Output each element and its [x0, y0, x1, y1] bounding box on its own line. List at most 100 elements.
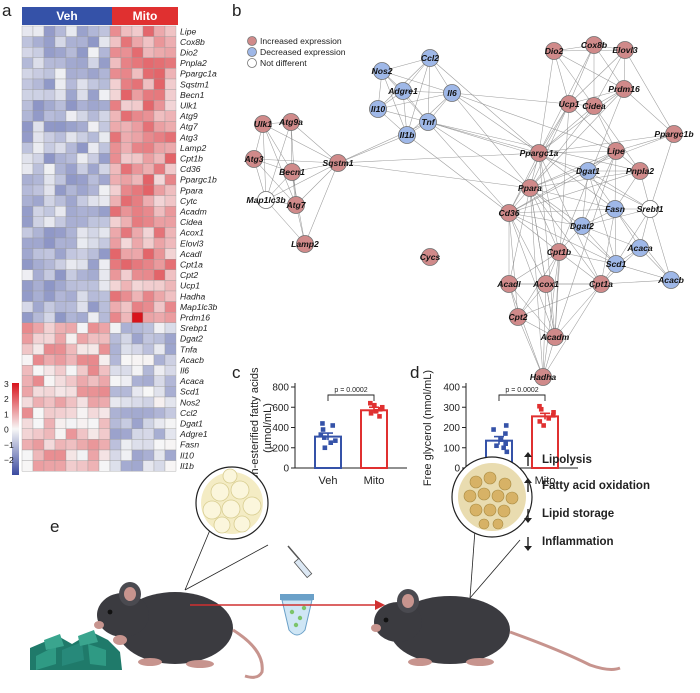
heatmap-cell [153, 227, 166, 239]
network-panel: Increased expression Decreased expressio… [243, 36, 694, 386]
heatmap-cell [87, 365, 100, 376]
heatmap-cell [142, 386, 155, 398]
network-node-circle [592, 275, 610, 293]
network-node-label: Hadha [530, 372, 556, 382]
heatmap-gene-label: Cidea [180, 217, 203, 227]
network-node-label: Lipe [607, 146, 625, 156]
heatmap-cell [131, 375, 144, 387]
heatmap-cell [109, 312, 122, 323]
network-edge [593, 49, 626, 107]
heatmap-cell [32, 195, 45, 207]
data-point [541, 423, 546, 428]
heatmap-cell [153, 131, 166, 143]
heatmap-cell [164, 449, 177, 461]
network-node-label: Tnf [421, 117, 435, 127]
heatmap-cell [98, 100, 111, 111]
heatmap-cell [153, 195, 166, 207]
network-node-circle [615, 80, 633, 98]
heatmap-cell [54, 131, 67, 143]
heatmap-cell [21, 153, 34, 164]
heatmap-cell [109, 322, 122, 334]
heatmap-cell [76, 237, 89, 249]
network-edge [624, 49, 675, 135]
heatmap-cell [153, 78, 166, 90]
heatmap-cell [65, 216, 78, 228]
heatmap-cell [120, 439, 133, 451]
heatmap-cell [131, 206, 144, 217]
heatmap-cell [32, 460, 45, 472]
heatmap-cell [43, 216, 56, 228]
heatmap-cell [142, 57, 155, 69]
heatmap-cell [76, 365, 89, 376]
heatmap-cell [87, 206, 100, 217]
heatmap-cell [98, 195, 111, 207]
network-node-circle [550, 243, 568, 261]
heatmap-cell [32, 36, 45, 48]
heatmap-cell [54, 121, 67, 133]
heatmap-cell [43, 89, 56, 101]
network-node-circle [616, 41, 634, 59]
heatmap-cell [43, 439, 56, 451]
heatmap-gene-labels: LipeCox8bDio2Pnpla2Ppargc1aSqstm1Becn1Ul… [179, 26, 217, 471]
network-edge [517, 283, 602, 318]
network-edge [545, 283, 556, 338]
heatmap-cell [32, 333, 45, 345]
heatmap-cell [153, 216, 166, 228]
heatmap-cell [98, 163, 111, 175]
network-node: Srebf1 [637, 200, 664, 218]
heatmap-cell [109, 386, 122, 398]
heatmap-cell [142, 248, 155, 260]
heatmap-cell [76, 227, 89, 239]
network-node-label: Il6 [447, 88, 457, 98]
network-edge [508, 212, 547, 285]
heatmap-cell [164, 142, 177, 154]
network-node-label: Nos2 [371, 66, 392, 76]
data-point [368, 400, 373, 406]
heatmap-cell [153, 68, 166, 80]
heatmap-cell [142, 259, 155, 270]
heatmap-cell [98, 259, 111, 270]
heatmap-gene-label: Cpt2 [180, 270, 198, 280]
data-point [501, 445, 506, 451]
x-tick-label: Mito [364, 475, 385, 487]
network-edge [553, 50, 625, 90]
heatmap-cell [142, 280, 155, 292]
color-scale-tick: 3 [4, 379, 9, 389]
heatmap-cell [21, 195, 34, 207]
heatmap-cell [76, 439, 89, 451]
heatmap-cell [43, 375, 56, 387]
effect-label: Lipolysis [542, 454, 592, 466]
heatmap-cell [32, 216, 45, 228]
heatmap-panel: Veh Mito LipeCox8bDio2Pnpla2Ppargc1aSqst… [4, 7, 217, 475]
heatmap-cell [131, 428, 144, 440]
heatmap-cell [120, 396, 133, 408]
heatmap-cell [87, 418, 100, 429]
adipocyte-zoom-left [184, 466, 269, 591]
heatmap-cell [142, 153, 155, 164]
heatmap-cell [21, 269, 34, 281]
heatmap-cell [109, 439, 122, 451]
heatmap-cell [21, 68, 34, 80]
heatmap-cell [76, 121, 89, 133]
network-node: Acacb [657, 271, 684, 289]
network-node: Prdm16 [608, 80, 640, 98]
heatmap-cell [131, 333, 144, 345]
heatmap-cell [120, 259, 133, 270]
network-edge [529, 170, 641, 189]
heatmap-cell [120, 227, 133, 239]
heatmap-cell [142, 312, 155, 323]
heatmap-cell [142, 269, 155, 281]
heatmap-gene-label: Ccl2 [180, 408, 197, 418]
heatmap-cell [131, 439, 144, 451]
network-edge [587, 170, 651, 210]
network-node-label: Cox8b [581, 40, 607, 50]
heatmap-cell [109, 237, 122, 249]
arrow-up-icon [524, 452, 532, 457]
heatmap-cell [32, 248, 45, 260]
heatmap-cell [131, 47, 144, 58]
network-edge [615, 208, 651, 265]
heatmap-cell [32, 365, 45, 376]
heatmap-cell [76, 110, 89, 122]
heatmap-cell [87, 36, 100, 48]
network-node-label: Map1lc3b [246, 195, 285, 205]
